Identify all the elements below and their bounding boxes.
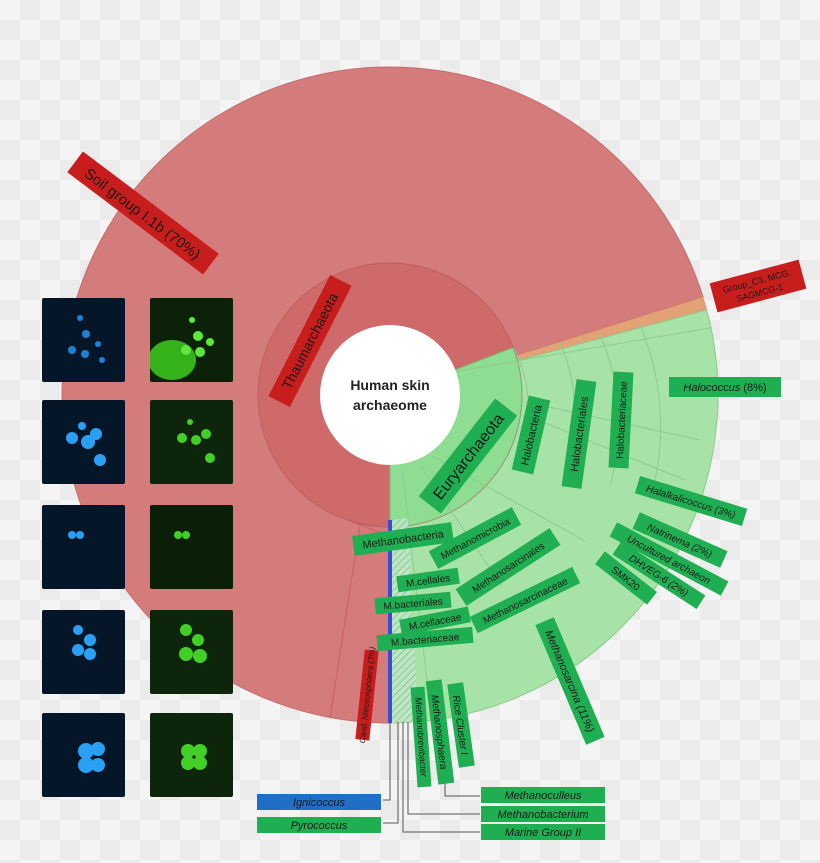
svg-text:Pyrococcus: Pyrococcus <box>291 820 348 832</box>
label-ignicoccus: Ignicoccus <box>257 794 381 810</box>
blue-fluorescence-image-3 <box>42 505 125 589</box>
center-circle <box>320 325 460 465</box>
green-fluorescence-image-3 <box>150 505 233 589</box>
blue-fluorescence-image-4 <box>42 610 125 694</box>
svg-text:Halobacteriaceae: Halobacteriaceae <box>615 380 630 459</box>
blue-fluorescence-image-2 <box>42 400 125 484</box>
label-mbacteriales: M.bacteriales <box>374 591 452 615</box>
label-halobacteriaceae: Halobacteriaceae <box>608 371 634 469</box>
label-marine-group: Marine Group II <box>481 824 605 840</box>
label-methanobacteria: Methanobacteria <box>352 522 454 556</box>
label-group-c3: Group_C3, MCG, SAGMCG-1 <box>709 259 807 313</box>
ignicoccus-sliver <box>388 520 392 723</box>
label-methanoculleus: Methanoculleus <box>481 787 605 803</box>
label-halococcus: Halococcus (8%) <box>669 377 781 397</box>
label-methanobrevibacter: Methanobrevibacter <box>410 686 432 788</box>
center-title-line1: Human skin <box>350 377 429 393</box>
center-title-line2: archaeome <box>353 397 427 413</box>
label-methanobacterium: Methanobacterium <box>481 806 605 822</box>
green-fluorescence-image-1 <box>150 298 233 382</box>
label-halobacteriales: Halobacteriales <box>561 379 597 489</box>
green-fluorescence-image-5 <box>150 713 233 797</box>
svg-text:Methanoculleus: Methanoculleus <box>504 790 582 802</box>
label-pyrococcus: Pyrococcus <box>257 817 381 833</box>
svg-text:Halococcus (8%): Halococcus (8%) <box>683 382 766 394</box>
blue-fluorescence-image-5 <box>42 713 125 797</box>
green-fluorescence-image-4 <box>150 610 233 694</box>
svg-text:M.bacteriales: M.bacteriales <box>383 596 443 612</box>
label-mcellales: M.cellales <box>396 567 460 593</box>
green-fluorescence-image-2 <box>150 400 233 484</box>
svg-text:Ignicoccus: Ignicoccus <box>293 797 345 809</box>
label-mbacteriaceae: M.bacteriaceae <box>376 626 474 652</box>
svg-text:Methanobacterium: Methanobacterium <box>497 809 588 821</box>
svg-text:Marine Group II: Marine Group II <box>505 827 581 839</box>
blue-fluorescence-image-1 <box>42 298 125 382</box>
